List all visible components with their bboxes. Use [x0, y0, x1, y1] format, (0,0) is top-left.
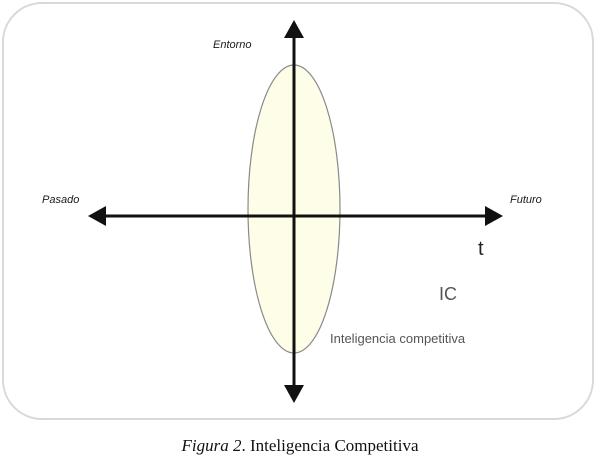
left-arrowhead — [88, 206, 106, 226]
figure-title: Inteligencia Competitiva — [249, 436, 419, 455]
label-pasado: Pasado — [42, 194, 80, 206]
figure-caption: Figura 2. Inteligencia Competitiva — [0, 436, 600, 456]
figure-label: Figura 2 — [181, 436, 242, 455]
label-entorno: Entorno — [213, 39, 252, 51]
label-futuro: Futuro — [510, 194, 542, 206]
diagram-canvas — [88, 20, 503, 403]
vertical-environment-axis — [284, 20, 304, 403]
label-time-t: t — [478, 238, 484, 260]
label-ic: IC — [439, 284, 457, 304]
right-arrowhead — [485, 206, 503, 226]
top-arrowhead — [284, 20, 304, 38]
bottom-arrowhead — [284, 385, 304, 403]
caption-separator: . — [241, 436, 250, 455]
label-inteligencia-competitiva: Inteligencia competitiva — [330, 331, 466, 346]
